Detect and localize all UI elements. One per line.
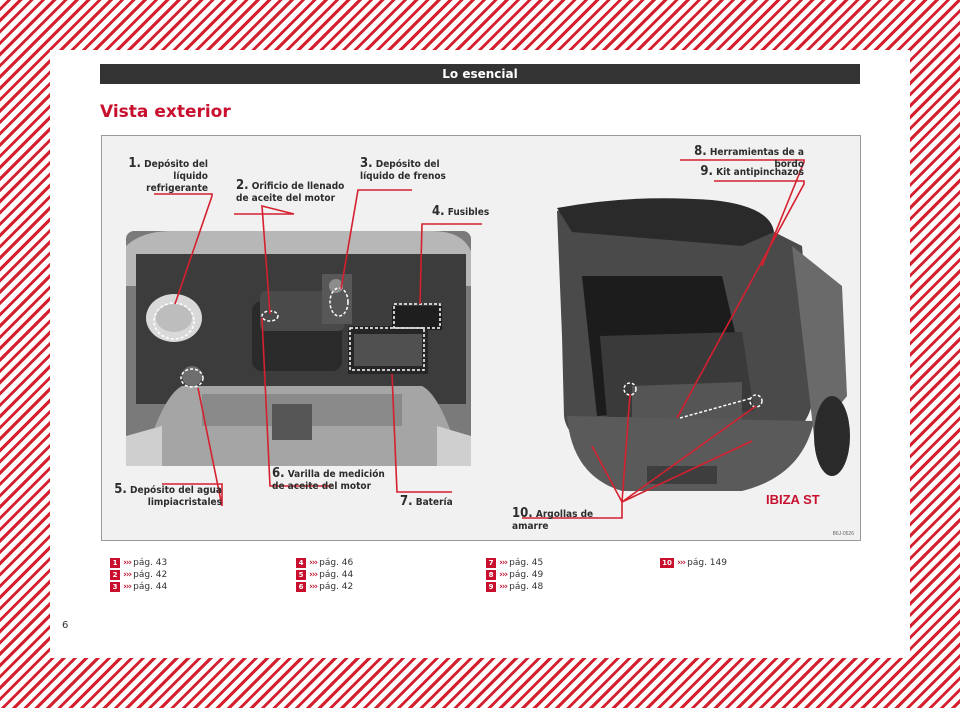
reference-number: 7 [486,558,496,568]
reference-arrow-icon: ››› [309,570,318,580]
reference-arrow-icon: ››› [123,570,132,580]
callout-9: 9. Kit antipinchazos [698,164,804,179]
reference-page: pág. 149 [687,558,727,568]
reference-column-3: 7 ››› pág. 45 8 ››› pág. 49 9 ››› pág. 4… [486,557,543,593]
reference-arrow-icon: ››› [123,582,132,592]
callout-10: 10. Argollas de amarre [512,506,632,533]
reference-item[interactable]: 6 ››› pág. 42 [296,581,353,593]
callout-10-number: 10. [512,506,533,521]
callout-3-line-1: Depósito del [375,159,440,170]
callout-4-line-1: Fusibles [447,207,490,218]
page-number: 6 [62,620,69,631]
callout-5-number: 5. [114,482,127,497]
reference-item[interactable]: 5 ››› pág. 44 [296,569,353,581]
callout-3: 3. Depósito del líquido de frenos [360,156,470,183]
vehicle-figure: 1. Depósito del líquido refrigerante 2. … [101,135,861,541]
reference-arrow-icon: ››› [499,582,508,592]
reference-item[interactable]: 4 ››› pág. 46 [296,557,353,569]
reference-item[interactable]: 7 ››› pág. 45 [486,557,543,569]
reference-number: 4 [296,558,306,568]
reference-number: 5 [296,570,306,580]
reference-number: 9 [486,582,496,592]
reference-column-1: 1 ››› pág. 43 2 ››› pág. 42 3 ››› pág. 4… [110,557,167,593]
reference-column-4: 10 ››› pág. 149 [660,557,727,569]
callout-9-line-1: Kit antipinchazos [716,167,804,178]
reference-item[interactable]: 8 ››› pág. 49 [486,569,543,581]
callout-6-line-1: Varilla de medición [287,469,385,480]
callout-2-line-1: Orificio de llenado [251,181,345,192]
callout-6-number: 6. [272,466,285,481]
reference-arrow-icon: ››› [123,558,132,568]
vehicle-illustration [126,159,850,519]
reference-page: pág. 43 [133,558,168,568]
reference-arrow-icon: ››› [309,558,318,568]
figure-code: B6J-0526 [832,531,854,537]
callout-7-line-1: Batería [415,497,453,508]
callout-4-number: 4. [432,204,445,219]
reference-page: pág. 49 [509,570,544,580]
callout-3-number: 3. [360,156,373,171]
reference-page: pág. 44 [133,582,168,592]
car-leader-lines [522,159,805,519]
reference-page: pág. 42 [133,570,168,580]
reference-item[interactable]: 10 ››› pág. 149 [660,557,727,569]
callout-7-number: 7. [400,494,413,509]
engine-bay-image [126,231,471,466]
reference-item[interactable]: 3 ››› pág. 44 [110,581,167,593]
callout-1-number: 1. [128,156,141,171]
reference-page: pág. 48 [509,582,544,592]
callout-2-number: 2. [236,178,249,193]
callout-5-line-1: Depósito del agua [130,485,222,496]
reference-number: 1 [110,558,120,568]
reference-number: 10 [660,558,674,568]
reference-item[interactable]: 2 ››› pág. 42 [110,569,167,581]
reference-page: pág. 44 [319,570,354,580]
reference-page: pág. 45 [509,558,544,568]
reference-number: 3 [110,582,120,592]
model-label: IBIZA ST [766,492,820,507]
callout-4: 4. Fusibles [432,204,502,219]
callout-2-line-2: de aceite del motor [236,193,336,204]
reference-page: pág. 42 [319,582,354,592]
callout-7: 7. Batería [400,494,470,509]
callout-5: 5. Depósito del agua limpiacristales [112,482,222,509]
callout-3-line-2: líquido de frenos [360,171,446,182]
reference-arrow-icon: ››› [677,558,686,568]
callout-8-line-1: Herramientas de a bordo [709,147,804,170]
reference-arrow-icon: ››› [309,582,318,592]
reference-column-2: 4 ››› pág. 46 5 ››› pág. 44 6 ››› pág. 4… [296,557,353,593]
reference-item[interactable]: 9 ››› pág. 48 [486,581,543,593]
manual-page: Lo esencial Vista exterior [50,50,910,658]
callout-1: 1. Depósito del líquido refrigerante [122,156,208,195]
reference-number: 8 [486,570,496,580]
callout-5-line-2: limpiacristales [147,497,222,508]
reference-number: 2 [110,570,120,580]
section-header: Lo esencial [100,64,860,84]
page-title: Vista exterior [100,102,231,122]
callout-1-line-2: líquido refrigerante [146,171,208,194]
reference-arrow-icon: ››› [499,570,508,580]
callout-1-line-1: Depósito del [144,159,208,170]
callout-9-number: 9. [700,164,713,179]
car-rear-image [557,198,850,491]
callout-8: 8. Herramientas de a bordo [662,144,804,171]
callout-8-number: 8. [694,144,707,159]
callout-2: 2. Orificio de llenado de aceite del mot… [236,178,356,205]
reference-item[interactable]: 1 ››› pág. 43 [110,557,167,569]
reference-page: pág. 46 [319,558,354,568]
reference-number: 6 [296,582,306,592]
reference-arrow-icon: ››› [499,558,508,568]
callout-6-line-2: de aceite del motor [272,481,372,492]
callout-6: 6. Varilla de medición de aceite del mot… [272,466,392,493]
car-markers [623,382,763,419]
engine-leader-lines [154,189,482,507]
callout-10-line-1: Argollas de amarre [512,509,594,532]
